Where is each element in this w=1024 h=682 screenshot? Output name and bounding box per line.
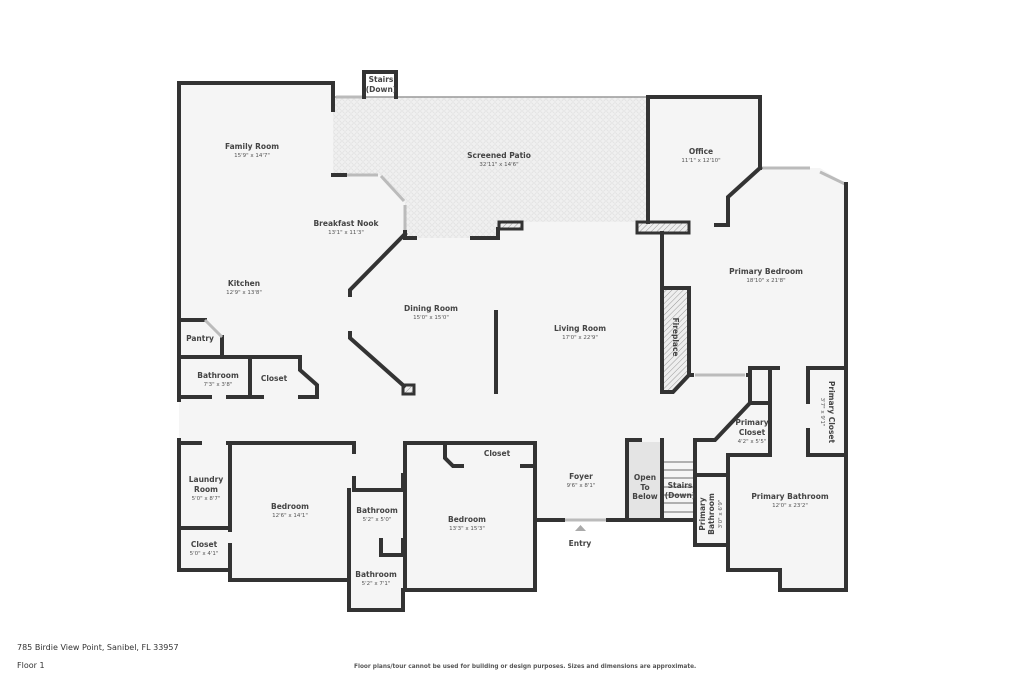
- laundry-room-label: Laundry: [189, 475, 224, 484]
- column: [401, 383, 416, 396]
- family-room-label: Family Room: [225, 142, 279, 151]
- fireplace-label: Fireplace: [671, 317, 680, 356]
- breakfast-nook-dims: 13'1" x 11'3": [328, 230, 364, 236]
- primary-bathroom-2-label: Primary: [698, 497, 707, 530]
- fireplace: [660, 286, 691, 394]
- property-address: 785 Birdie View Point, Sanibel, FL 33957: [17, 643, 179, 652]
- dining-room-label: Dining Room: [404, 304, 458, 313]
- bathroom-2-dims: 5'2" x 5'0": [363, 517, 392, 523]
- living-room-dims: 17'0" x 22'9": [562, 335, 598, 341]
- pantry-door: [203, 318, 224, 339]
- screened-patio-area: [333, 97, 648, 238]
- foyer-dims: 9'6" x 8'1": [567, 483, 596, 489]
- screened-patio-dims: 32'11" x 14'6": [479, 162, 518, 168]
- closet-3-dims: 5'0" x 4'1": [190, 551, 219, 557]
- stairs-down-label-2: (Down): [665, 491, 696, 500]
- floor-label: Floor 1: [17, 661, 45, 670]
- disclaimer: Floor plans/tour cannot be used for buil…: [354, 664, 697, 670]
- closet-2-label: Closet: [484, 449, 511, 458]
- office-dims: 11'1" x 12'10": [681, 158, 720, 164]
- kitchen-dims: 12'9" x 13'8": [226, 290, 262, 296]
- laundry-room-label-2: Room: [194, 485, 218, 494]
- bathroom-3-dims: 5'2" x 7'1": [362, 581, 391, 587]
- foyer-label: Foyer: [569, 472, 593, 481]
- column: [497, 220, 524, 231]
- dining-room-dims: 15'0" x 15'0": [413, 315, 449, 321]
- bedroom-2-label: Bedroom: [448, 515, 486, 524]
- screened-patio-label: Screened Patio: [467, 151, 531, 160]
- bathroom-3-label: Bathroom: [355, 570, 397, 579]
- bathroom-2-label: Bathroom: [356, 506, 398, 515]
- primary-closet-1-dims: 4'2" x 5'5": [738, 439, 767, 445]
- stairs-down-label: Stairs: [668, 481, 693, 490]
- open-to-below-label-2: To: [640, 483, 649, 492]
- bathroom-1-label: Bathroom: [197, 371, 239, 380]
- stair-treads: [664, 461, 695, 513]
- entry-arrow-icon: [575, 525, 586, 531]
- pantry-label: Pantry: [186, 334, 214, 343]
- bedroom-2-dims: 13'3" x 15'3": [449, 526, 485, 532]
- stairs-top-label: Stairs: [369, 75, 394, 84]
- laundry-room-dims: 5'0" x 8'7": [192, 496, 221, 502]
- bedroom-1-label: Bedroom: [271, 502, 309, 511]
- family-room-dims: 15'9" x 14'7": [234, 153, 270, 159]
- open-to-below-label-3: Below: [632, 492, 658, 501]
- bathroom-1-dims: 7'3" x 3'8": [204, 382, 233, 388]
- room-labels: Family Room 15'9" x 14'7" Stairs (Down) …: [186, 75, 836, 587]
- kitchen-label: Kitchen: [228, 279, 260, 288]
- primary-bedroom-dims: 18'10" x 21'8": [746, 278, 785, 284]
- primary-closet-1-label: Primary: [735, 418, 768, 427]
- primary-bathroom-2-label-2: Bathroom: [707, 493, 716, 535]
- closet-1-label: Closet: [261, 374, 288, 383]
- open-to-below-area: [629, 442, 661, 518]
- bedroom-1-dims: 12'6" x 14'1": [272, 513, 308, 519]
- primary-bathroom-2-dims: 3'0" x 6'9": [718, 500, 724, 529]
- primary-bathroom-dims: 12'0" x 23'2": [772, 503, 808, 509]
- living-room-label: Living Room: [554, 324, 606, 333]
- primary-bedroom-label: Primary Bedroom: [729, 267, 803, 276]
- stairs-top-label-2: (Down): [366, 85, 397, 94]
- primary-closet-2-dims: 3'7" x 9'1": [819, 398, 825, 427]
- office-label: Office: [689, 147, 713, 156]
- walls: [177, 70, 848, 612]
- open-to-below-label: Open: [634, 473, 656, 482]
- closet-3-label: Closet: [191, 540, 218, 549]
- primary-closet-2-label: Primary Closet: [827, 381, 836, 444]
- breakfast-nook-label: Breakfast Nook: [313, 219, 379, 228]
- entry-label: Entry: [569, 539, 592, 548]
- primary-closet-1-label-2: Closet: [739, 428, 766, 437]
- primary-bathroom-label: Primary Bathroom: [751, 492, 829, 501]
